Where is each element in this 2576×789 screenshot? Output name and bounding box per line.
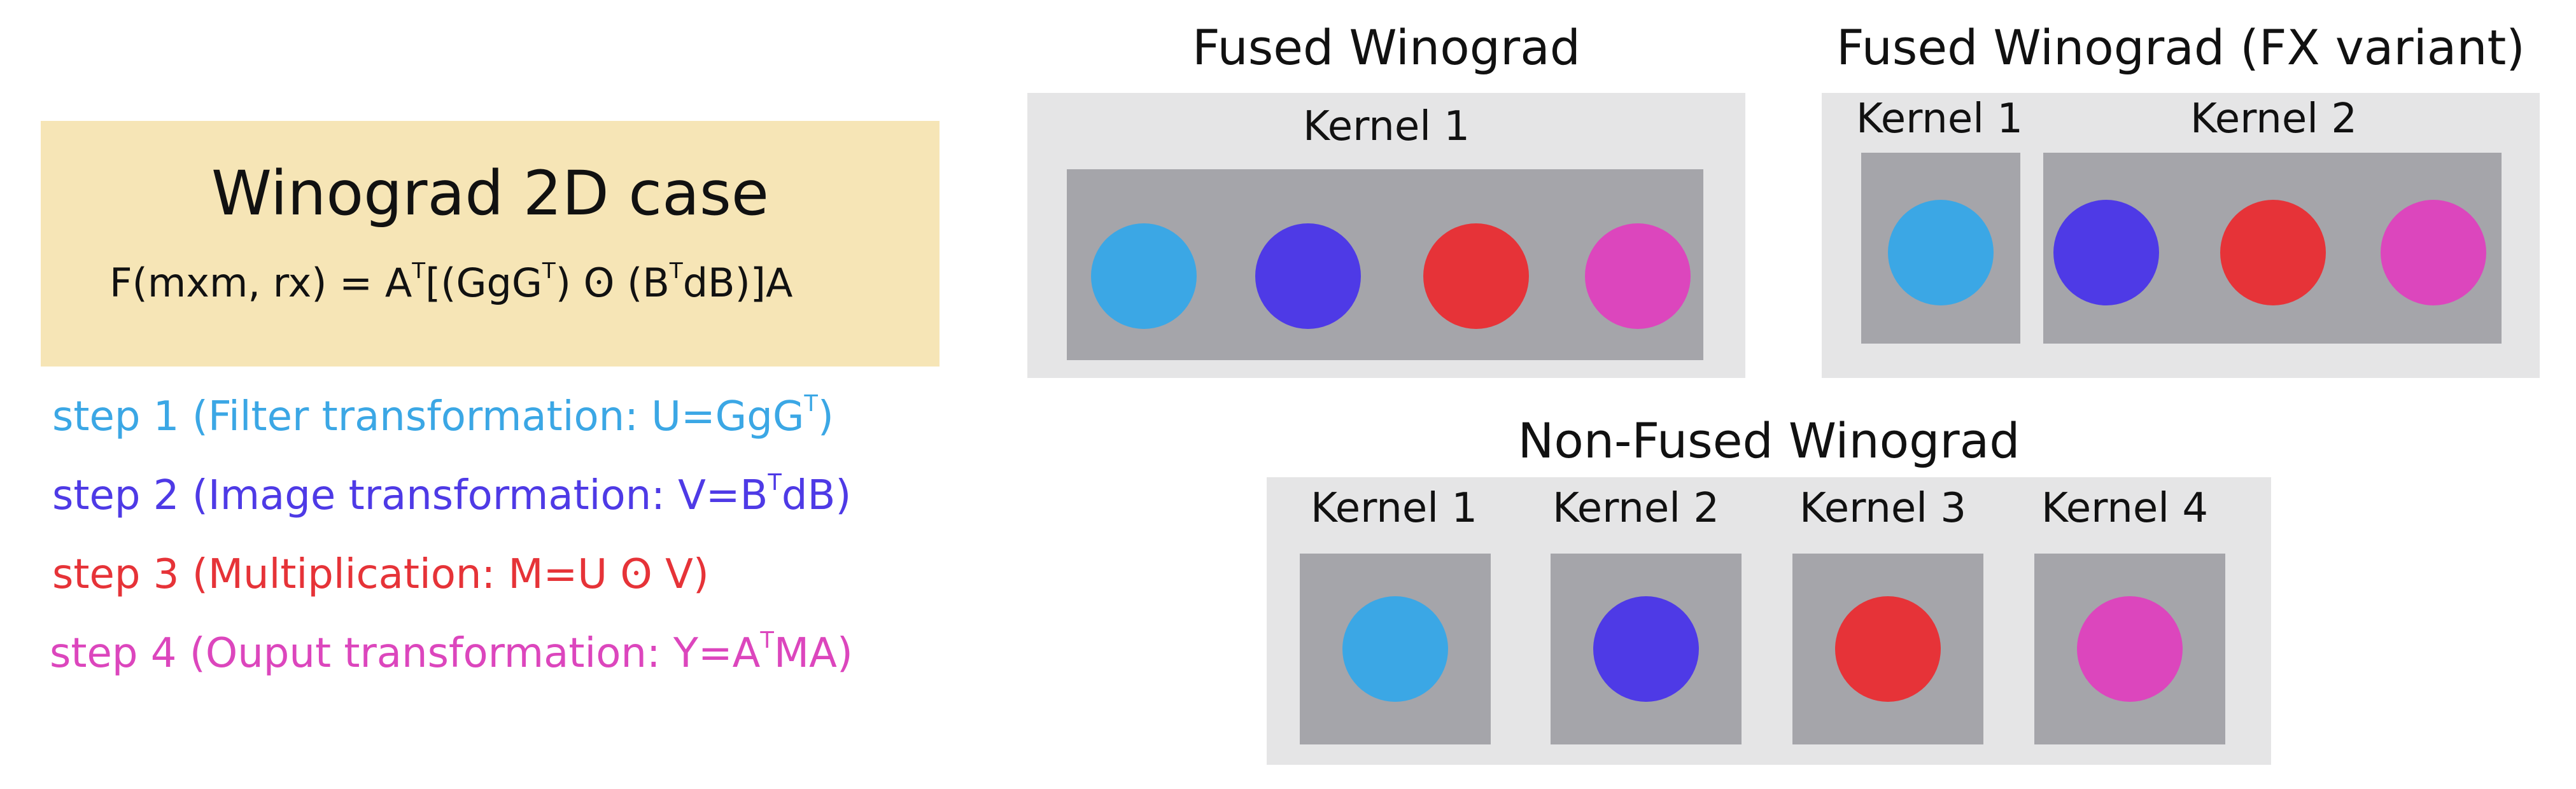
formula-sup-1: T [412, 258, 426, 284]
step-2-sup: T [768, 470, 782, 496]
fx-kernel-2-box [2043, 153, 2502, 344]
fused-kernel-1-box [1067, 169, 1703, 360]
step-2-tail: dB) [781, 472, 852, 519]
step-3-text: step 3 (Multiplication: M=U ʘ V) [52, 551, 709, 598]
fused-winograd-title: Fused Winograd [1192, 19, 1581, 76]
fx-kernel-1-box [1861, 153, 2020, 344]
formula-sup-2: T [542, 258, 556, 284]
step-2-text: step 2 (Image transformation: V=B [52, 472, 768, 519]
formula-part-3: ) ʘ (B [555, 260, 670, 306]
fused-kernel-1-label: Kernel 1 [1302, 103, 1470, 150]
nf-kernel-1-box [1300, 554, 1491, 744]
non-fused-winograd-title: Non-Fused Winograd [1517, 412, 2020, 469]
fused-fx-winograd-panel: Kernel 1 Kernel 2 [1822, 93, 2540, 378]
filter-transform-dot [1888, 200, 1994, 305]
formula-part-1: F(mxm, rx) = A [109, 260, 412, 306]
fused-winograd-panel: Kernel 1 [1027, 93, 1745, 378]
step-1-tail: ) [817, 393, 834, 440]
nf-kernel-4-box [2034, 554, 2225, 744]
fx-kernel-2-label: Kernel 2 [2190, 95, 2358, 143]
step-4-tail: MA) [773, 630, 853, 677]
formula-part-2: [(GgG [425, 260, 542, 306]
winograd-formula: F(mxm, rx) = AT[(GgGT) ʘ (BTdB)]A [109, 260, 792, 306]
step-4-sup: T [760, 627, 774, 654]
fused-fx-winograd-title: Fused Winograd (FX variant) [1836, 19, 2525, 76]
output-transform-dot [2381, 200, 2486, 305]
non-fused-winograd-panel: Kernel 1 Kernel 2 Kernel 3 Kernel 4 [1267, 477, 2271, 765]
step-1-sup: T [804, 391, 818, 417]
step-4-label: step 4 (Ouput transformation: Y=ATMA) [50, 627, 853, 677]
nf-kernel-1-label: Kernel 1 [1310, 485, 1478, 532]
step-2-label: step 2 (Image transformation: V=BTdB) [52, 470, 852, 519]
formula-part-4: dB)]A [682, 260, 793, 306]
formula-sup-3: T [669, 258, 683, 284]
multiplication-dot [1835, 596, 1941, 702]
nf-kernel-3-box [1792, 554, 1983, 744]
nf-kernel-2-label: Kernel 2 [1552, 485, 1720, 532]
image-transform-dot [1593, 596, 1699, 702]
nf-kernel-4-label: Kernel 4 [2041, 485, 2209, 532]
multiplication-dot [1423, 223, 1529, 329]
step-1-text: step 1 (Filter transformation: U=GgG [52, 393, 805, 440]
step-1-label: step 1 (Filter transformation: U=GgGT) [52, 393, 834, 440]
image-transform-dot [2053, 200, 2159, 305]
image-transform-dot [1255, 223, 1361, 329]
winograd-2d-case-box: Winograd 2D case F(mxm, rx) = AT[(GgGT) … [41, 121, 940, 367]
filter-transform-dot [1342, 596, 1448, 702]
nf-kernel-3-label: Kernel 3 [1799, 485, 1967, 532]
step-3-label: step 3 (Multiplication: M=U ʘ V) [52, 551, 709, 598]
output-transform-dot [2077, 596, 2183, 702]
fx-kernel-1-label: Kernel 1 [1855, 95, 2023, 143]
nf-kernel-2-box [1551, 554, 1742, 744]
step-4-text: step 4 (Ouput transformation: Y=A [50, 630, 761, 677]
winograd-box-title: Winograd 2D case [211, 158, 769, 229]
filter-transform-dot [1091, 223, 1197, 329]
output-transform-dot [1585, 223, 1691, 329]
multiplication-dot [2220, 200, 2326, 305]
